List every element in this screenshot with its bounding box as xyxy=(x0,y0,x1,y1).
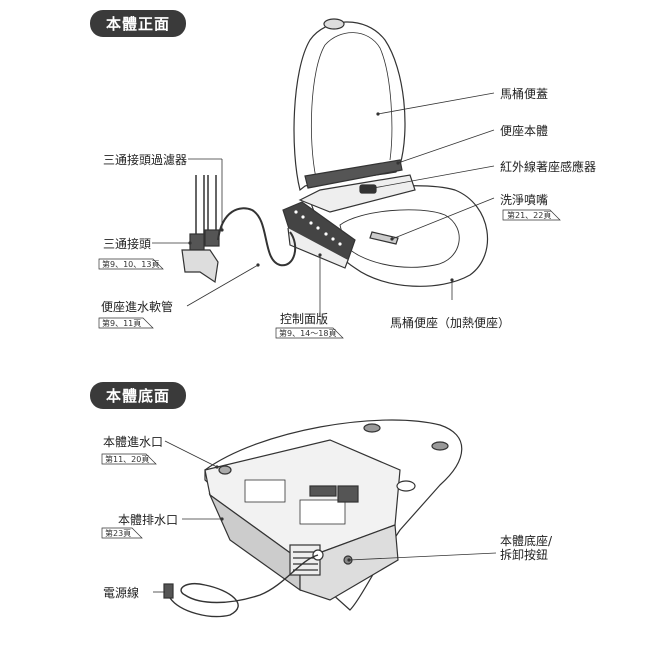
tee-filter xyxy=(204,229,220,247)
ref-tag-nozzle xyxy=(502,209,561,221)
section-header-front: 本體正面 xyxy=(90,10,187,37)
label-heated-seat: 馬桶便座（加熱便座） xyxy=(390,316,511,330)
label-control-panel: 控制面版 xyxy=(280,312,329,326)
section-header-bottom: 本體底面 xyxy=(90,382,187,409)
label-drain: 本體排水口 xyxy=(118,513,179,527)
power-plug xyxy=(163,583,174,599)
inlet-hose xyxy=(217,207,297,267)
ref-hose: 第9、11頁 xyxy=(102,319,142,328)
control-panel xyxy=(282,201,356,261)
label-ir-sensor: 紅外線著座感應器 xyxy=(500,160,597,174)
label-inlet: 本體進水口 xyxy=(103,435,164,449)
ref-tag-hose xyxy=(98,317,154,329)
label-seat-body: 便座本體 xyxy=(500,124,549,138)
ref-tag-tee xyxy=(98,258,164,270)
seat-body-band xyxy=(304,159,403,189)
label-lid: 馬桶便蓋 xyxy=(500,87,549,101)
ref-tee: 第9、10、13頁 xyxy=(102,260,160,269)
label-tee: 三通接頭 xyxy=(103,237,152,251)
ref-drain: 第23頁 xyxy=(105,529,132,538)
tee-connector xyxy=(189,233,205,251)
ref-control-panel: 第9、14〜18頁 xyxy=(279,329,337,338)
front-view-illustration xyxy=(181,18,489,287)
label-tee-filter: 三通接頭過濾器 xyxy=(103,153,188,167)
power-cord xyxy=(169,554,319,618)
bottom-view-illustration xyxy=(163,419,463,618)
ref-tag-inlet xyxy=(101,453,157,465)
label-power-cord: 電源線 xyxy=(103,586,140,600)
label-hose: 便座進水軟管 xyxy=(101,300,174,314)
label-nozzle: 洗淨噴嘴 xyxy=(500,193,549,207)
nozzle xyxy=(369,231,399,245)
ref-tag-drain xyxy=(101,527,143,539)
ref-inlet: 第11、20頁 xyxy=(105,455,150,464)
ref-tag-panel xyxy=(275,327,344,339)
label-base-release: 本體底座/ 拆卸按鈕 xyxy=(500,534,553,562)
ref-nozzle: 第21、22頁 xyxy=(507,211,552,220)
